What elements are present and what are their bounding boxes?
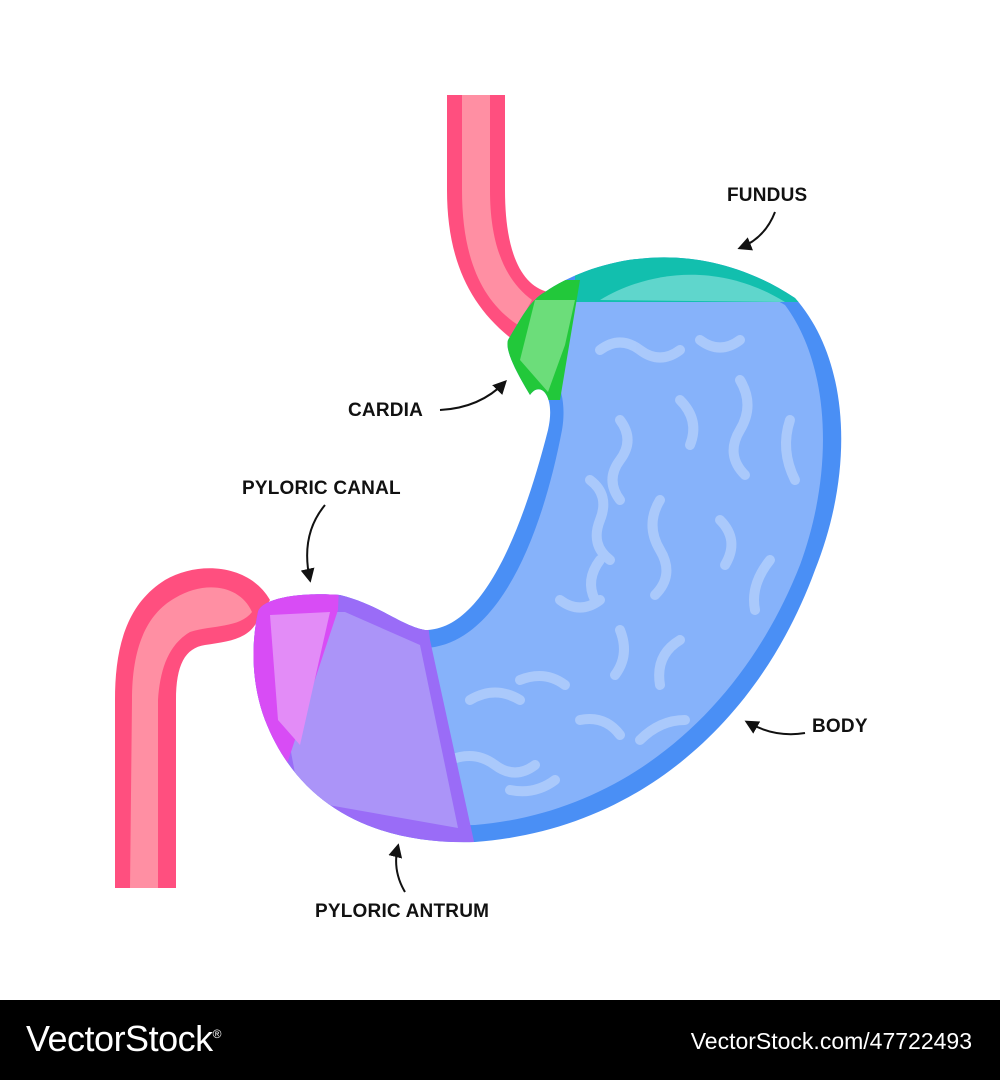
- stomach-illustration: [115, 95, 842, 893]
- fundus-arrow: [737, 211, 776, 251]
- brand-name: VectorStock: [26, 1018, 213, 1059]
- pyloric-canal-arrow: [300, 504, 326, 583]
- duodenum-inner: [130, 587, 252, 888]
- body-arrow: [744, 720, 806, 736]
- pyloric-antrum-arrow: [388, 843, 406, 893]
- registered-mark: ®: [212, 1027, 222, 1041]
- watermark-footer: VectorStock® VectorStock.com/47722493: [0, 1000, 1000, 1080]
- label-cardia: CARDIA: [348, 400, 424, 421]
- label-fundus: FUNDUS: [727, 185, 808, 206]
- label-pyloric-antrum: PYLORIC ANTRUM: [315, 901, 490, 922]
- vectorstock-logo: VectorStock®: [26, 1018, 221, 1060]
- cardia-arrow: [439, 379, 507, 411]
- rugae-folds: [445, 335, 800, 797]
- label-pyloric-canal: PYLORIC CANAL: [242, 478, 401, 499]
- image-id: VectorStock.com/47722493: [690, 1028, 972, 1054]
- esophagus-inner: [462, 95, 532, 325]
- label-body: BODY: [812, 716, 868, 737]
